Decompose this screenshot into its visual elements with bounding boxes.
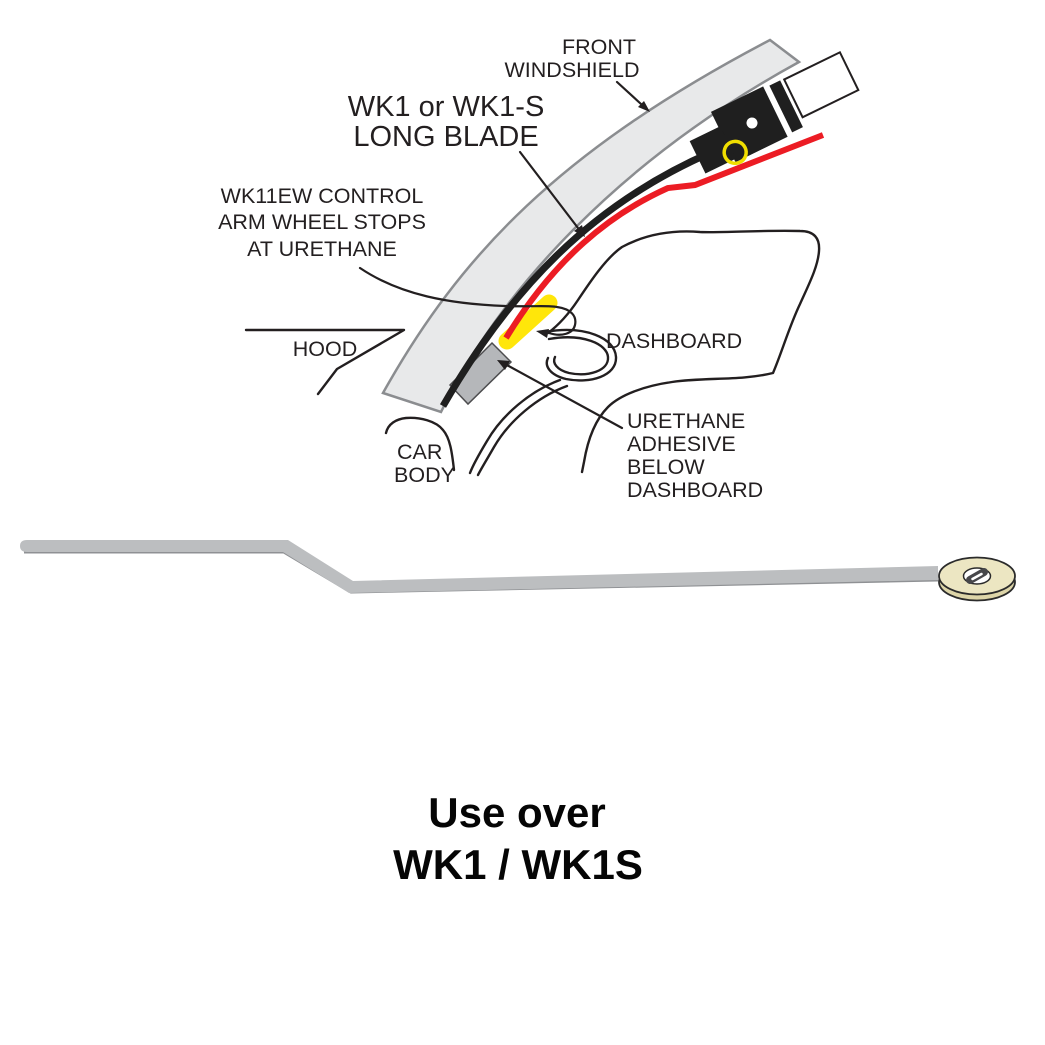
tool-bar xyxy=(20,540,938,593)
label-front-windshield-line-1: FRONT xyxy=(562,35,636,59)
label-control-arm-line-2: ARM WHEEL STOPS xyxy=(218,210,426,234)
leader-front-windshield xyxy=(615,80,643,106)
tool-screw-slot-highlight xyxy=(971,572,983,581)
tool-illustration xyxy=(20,540,1016,602)
label-car-body-line-1: CAR xyxy=(397,440,442,464)
label-dashboard: DASHBOARD xyxy=(606,329,742,353)
label-long-blade-line-2: LONG BLADE xyxy=(353,121,538,153)
label-long-blade-line-1: WK1 or WK1-S xyxy=(348,91,545,123)
long-blade xyxy=(439,148,714,408)
wheel-stop xyxy=(498,294,558,350)
leader-control-arm xyxy=(358,266,577,336)
leader-urethane xyxy=(503,362,624,430)
leader-long-blade xyxy=(518,150,580,230)
arrowhead-front-windshield xyxy=(638,101,650,112)
cowl-curl-inner xyxy=(547,336,610,376)
cross-section-diagram: FRONT WINDSHIELD WK1 or WK1-S LONG BLADE… xyxy=(218,35,860,502)
label-control-arm-line-1: WK11EW CONTROL xyxy=(221,184,424,208)
caption: Use over WK1 / WK1S xyxy=(393,789,643,888)
label-urethane-line-4: DASHBOARD xyxy=(627,478,763,502)
car-body-line xyxy=(384,416,456,472)
clamp-assembly xyxy=(689,50,860,174)
hood-outline xyxy=(244,328,406,396)
clamp-cap-strip xyxy=(769,80,803,133)
cowl-line-inner xyxy=(476,384,569,477)
arrowhead-long-blade xyxy=(574,225,585,237)
label-car-body-line-2: BODY xyxy=(394,463,455,487)
cowl-curl-outer xyxy=(543,328,618,382)
arrowhead-control-arm xyxy=(536,329,549,338)
pivot-hole xyxy=(746,117,758,129)
arrowhead-urethane xyxy=(497,360,510,370)
label-urethane-line-3: BELOW xyxy=(627,455,705,479)
caption-line-1: Use over xyxy=(428,789,605,836)
label-urethane-line-2: ADHESIVE xyxy=(627,432,736,456)
clamp-foot xyxy=(689,126,736,174)
cowl-line-outer xyxy=(468,378,562,475)
label-control-arm-line-3: AT URETHANE xyxy=(247,237,397,261)
dashboard-outline xyxy=(546,229,821,474)
pivot-ring xyxy=(722,139,748,166)
label-hood: HOOD xyxy=(293,337,358,361)
clamp-handle xyxy=(782,50,860,119)
label-front-windshield-line-2: WINDSHIELD xyxy=(505,58,640,82)
caption-line-2: WK1 / WK1S xyxy=(393,841,643,888)
label-urethane-line-1: URETHANE xyxy=(627,409,745,433)
